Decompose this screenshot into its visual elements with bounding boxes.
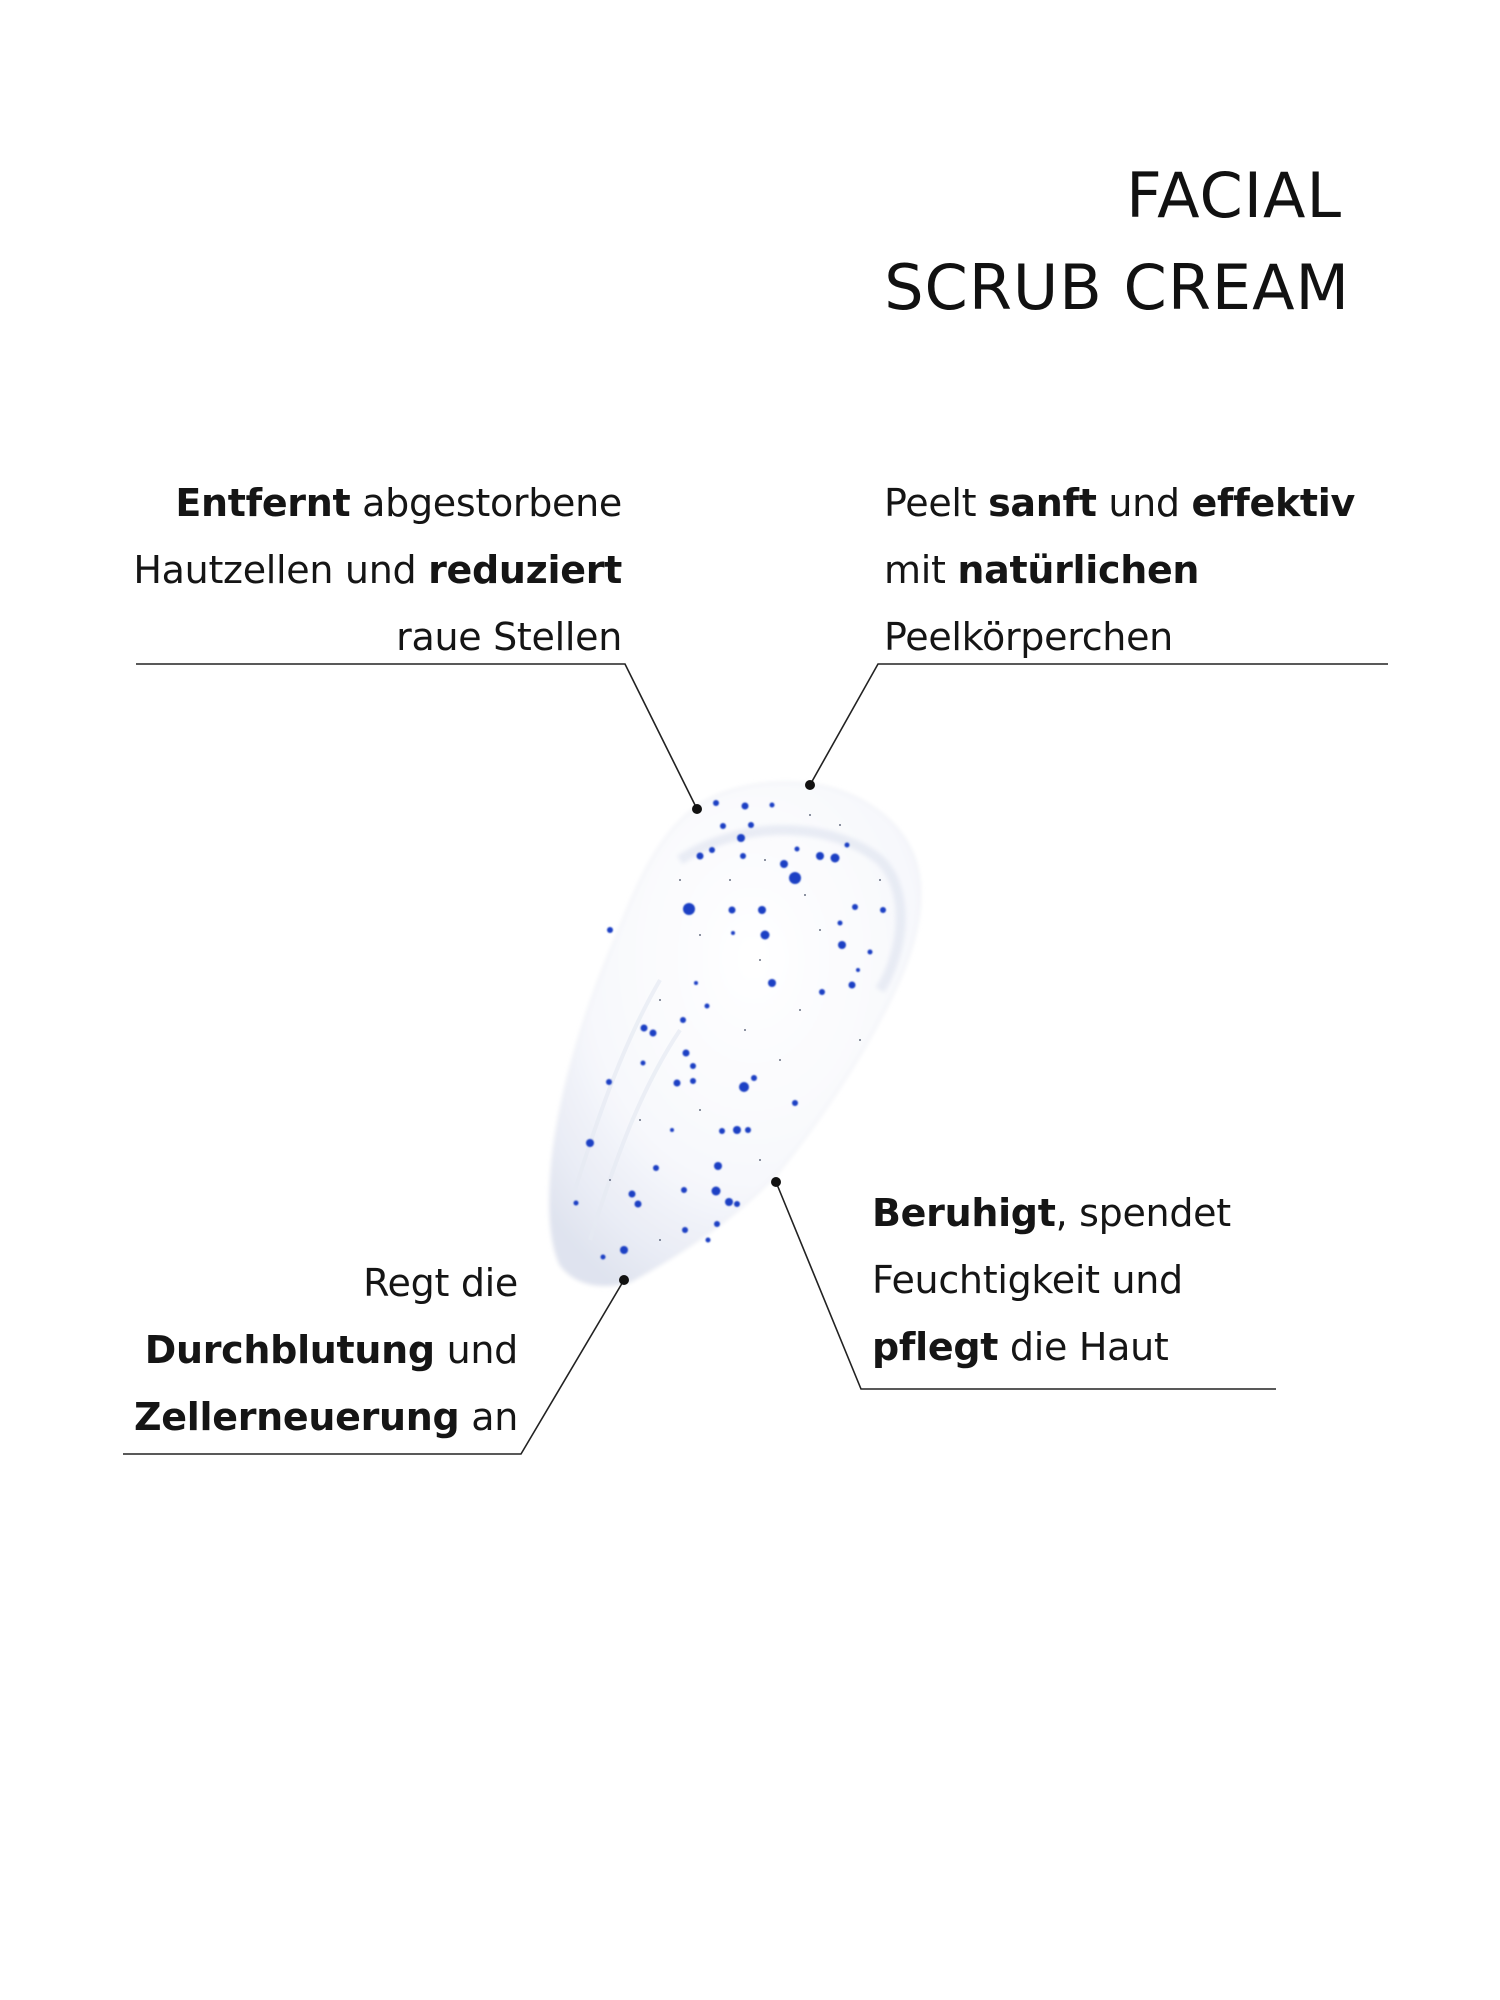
anchor-dot-bottom-left: [619, 1275, 629, 1285]
callout-text: Feuchtigkeit und: [872, 1258, 1183, 1302]
cream-smear: [549, 782, 921, 1287]
callout-line: Beruhigt, spendet: [872, 1180, 1392, 1247]
emphasis-text: Beruhigt: [872, 1191, 1056, 1235]
leader-line-top-left: [136, 663, 698, 810]
callout-text: an: [459, 1395, 518, 1439]
callout-line: Hautzellen und reduziert: [2, 537, 622, 604]
callout-text: , spendet: [1055, 1191, 1232, 1235]
callout-text: raue Stellen: [396, 615, 622, 659]
callout-line: Durchblutung und: [0, 1317, 519, 1384]
callout-line: Peelkörperchen: [884, 604, 1444, 671]
title-line-1: FACIAL: [1126, 159, 1342, 232]
leader-line-top-right: [809, 663, 1388, 786]
emphasis-text: reduziert: [428, 548, 622, 592]
callout-text: Hautzellen und: [133, 548, 429, 592]
callout-text: Regt die: [363, 1261, 518, 1305]
callout-text: abgestorbene: [350, 481, 622, 525]
leader-lines: [123, 663, 1388, 1455]
callout-text: mit: [884, 548, 958, 592]
callout-text: und: [1096, 481, 1192, 525]
callout-gentle-peel: Peelt sanft und effektiv mit natürlichen…: [884, 470, 1444, 671]
emphasis-text: effektiv: [1191, 481, 1356, 525]
fine-particles: [609, 814, 881, 1241]
callout-circulation: Regt die Durchblutung und Zellerneuerung…: [0, 1250, 518, 1451]
emphasis-text: Entfernt: [175, 481, 351, 525]
emphasis-text: pflegt: [872, 1325, 999, 1369]
emphasis-text: Durchblutung: [144, 1328, 435, 1372]
callout-line: raue Stellen: [2, 604, 622, 671]
anchor-dot-bottom-right: [771, 1177, 781, 1187]
callout-text: und: [434, 1328, 519, 1372]
callout-line: Peelt sanft und effektiv: [884, 470, 1444, 537]
anchor-dot-top-left: [692, 804, 702, 814]
callout-line: Zellerneuerung an: [0, 1384, 518, 1451]
callout-soothing: Beruhigt, spendet Feuchtigkeit und pfleg…: [872, 1180, 1392, 1381]
callout-line: Entfernt abgestorbene: [2, 470, 622, 537]
anchor-dots: [619, 780, 815, 1285]
callout-text: Peelkörperchen: [884, 615, 1173, 659]
leader-line-bottom-left: [123, 1279, 625, 1455]
callout-line: pflegt die Haut: [872, 1314, 1392, 1381]
leader-line-bottom-right: [775, 1181, 1276, 1390]
emphasis-text: sanft: [988, 481, 1097, 525]
callout-text: Peelt: [884, 481, 989, 525]
callout-exfoliation: Entfernt abgestorbene Hautzellen und red…: [2, 470, 622, 671]
product-title: FACIAL SCRUB CREAM: [884, 150, 1350, 334]
peeling-particles: [573, 800, 886, 1260]
title-line-2: SCRUB CREAM: [884, 251, 1350, 324]
emphasis-text: Zellerneuerung: [134, 1395, 460, 1439]
callout-text: die Haut: [998, 1325, 1169, 1369]
callout-line: mit natürlichen: [884, 537, 1444, 604]
anchor-dot-top-right: [805, 780, 815, 790]
callout-line: Feuchtigkeit und: [872, 1247, 1392, 1314]
callout-line: Regt die: [0, 1250, 518, 1317]
emphasis-text: natürlichen: [957, 548, 1200, 592]
